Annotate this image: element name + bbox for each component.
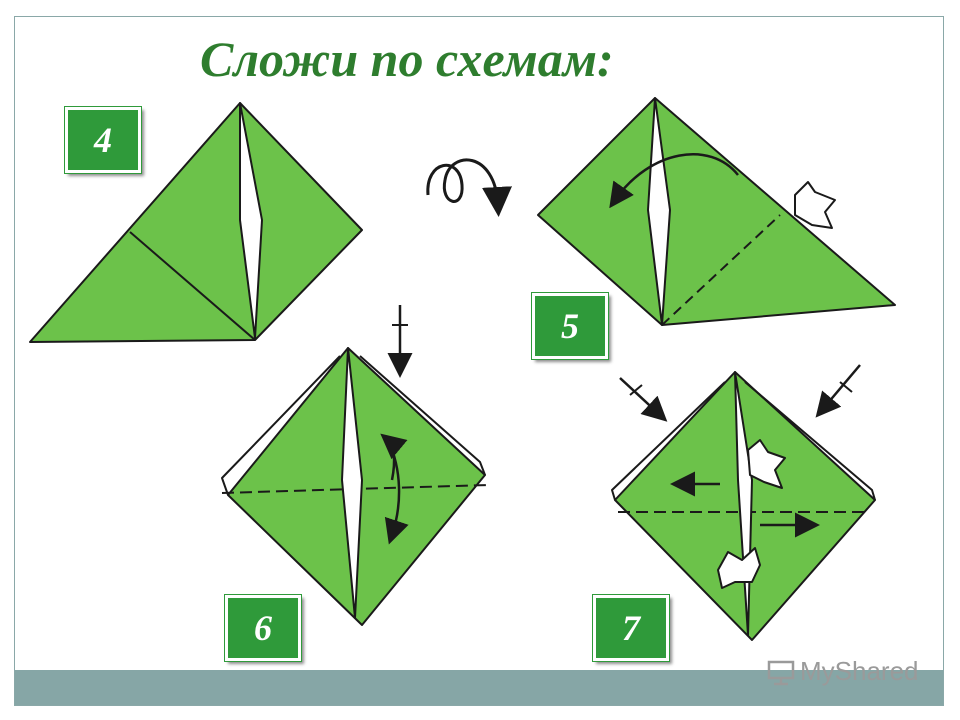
step-4-figure	[29, 102, 363, 343]
step-label-6: 6	[224, 594, 302, 662]
step-6-figure	[221, 305, 489, 626]
step-label-4: 4	[64, 106, 142, 174]
step-label-5: 5	[531, 292, 609, 360]
watermark: MyShared	[766, 656, 919, 687]
presentation-icon	[767, 660, 795, 686]
page-title: Сложи по схемам:	[200, 31, 614, 87]
step-5-figure	[537, 97, 896, 326]
footer-bar	[15, 670, 943, 705]
watermark-text: MyShared	[800, 656, 919, 686]
flip-arrow	[426, 158, 512, 217]
slide-frame	[14, 16, 944, 706]
step-label-7: 7	[592, 594, 670, 662]
step-7-figure	[611, 364, 876, 641]
